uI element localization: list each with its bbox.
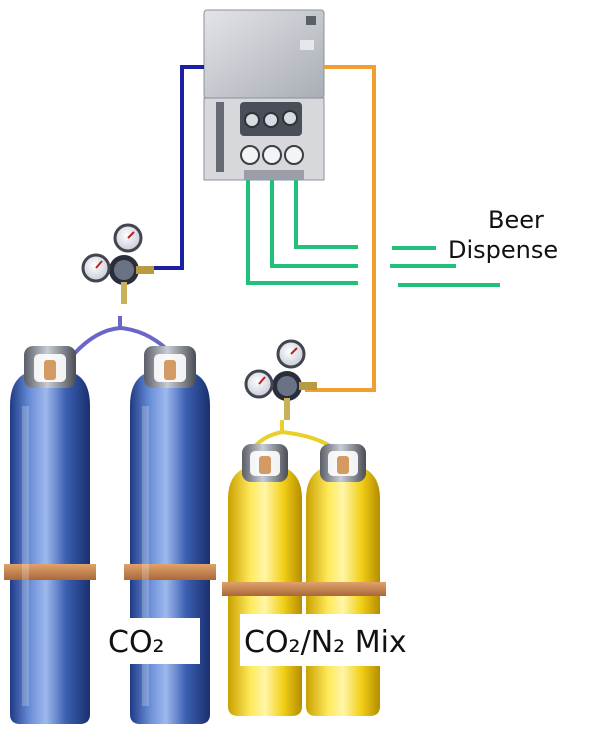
mix-supply-line bbox=[305, 65, 376, 392]
co2-label-bg bbox=[104, 618, 200, 664]
mix-regulator-gauge-icon bbox=[244, 339, 319, 422]
gas-panel bbox=[203, 9, 325, 181]
mix-cylinder-left bbox=[222, 444, 308, 716]
beer-dispense-label-line2: Dispense bbox=[448, 236, 558, 264]
co2-label: CO₂ bbox=[108, 625, 165, 660]
mix-label-bg bbox=[240, 614, 486, 666]
mix-cylinder-right bbox=[300, 444, 386, 716]
co2-n2-mix-label: CO₂/N₂ Mix bbox=[244, 625, 407, 660]
co2-cylinder-right bbox=[124, 346, 216, 724]
beer-lines bbox=[246, 180, 500, 287]
beer-dispense-label-line1: Beer bbox=[488, 206, 544, 234]
co2-regulator-gauge-icon bbox=[81, 223, 156, 306]
co2-cylinder-left bbox=[4, 346, 96, 724]
co2-supply-line bbox=[150, 65, 204, 270]
